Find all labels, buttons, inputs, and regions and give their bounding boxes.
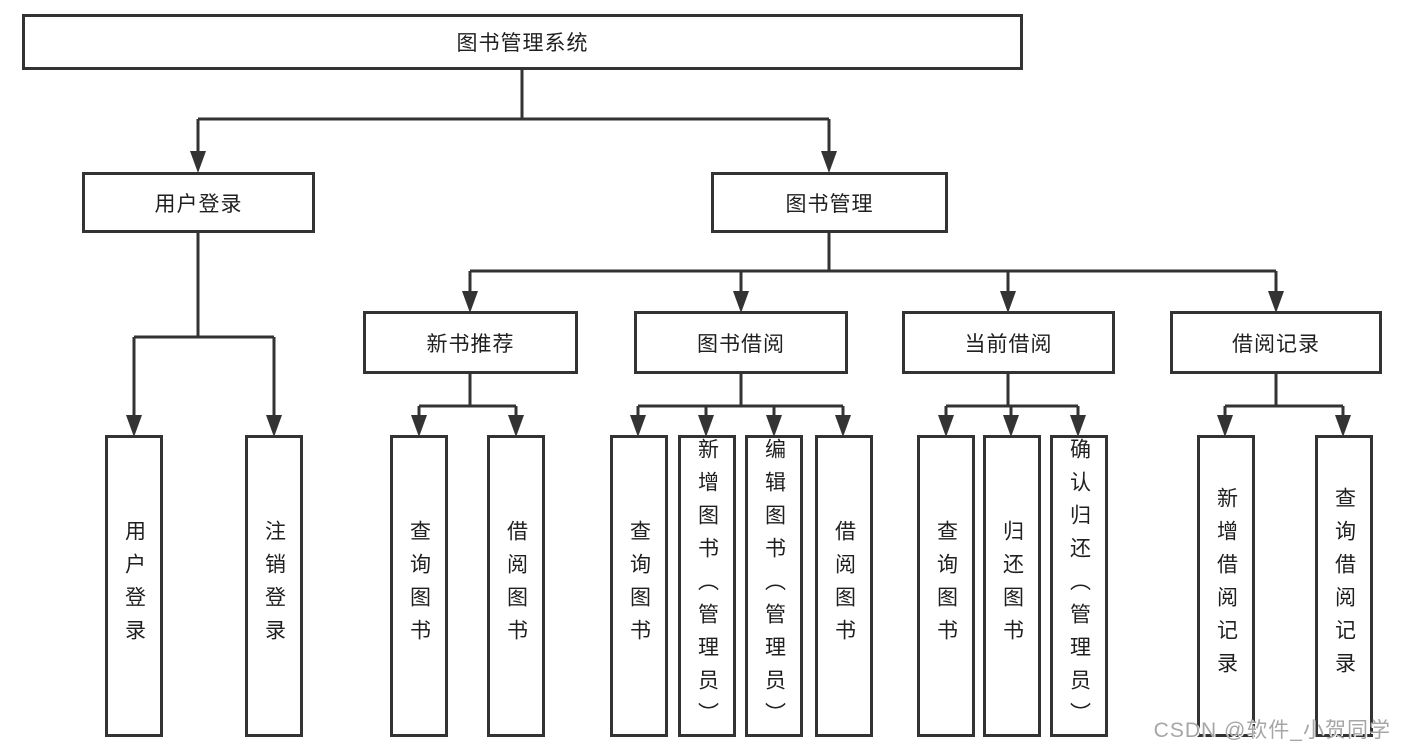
leaf-borrow-books-label: 借阅图书 <box>832 520 856 652</box>
node-user-login-label: 用户登录 <box>154 192 243 216</box>
leaf-query-books-current-label: 查询图书 <box>934 520 958 652</box>
leaf-query-books-borrow: 查询图书 <box>610 435 668 737</box>
leaf-confirm-return-admin-label: 确认归还（管理员） <box>1067 437 1091 735</box>
leaf-query-books-recommend-label: 查询图书 <box>407 520 431 652</box>
leaf-query-books-recommend: 查询图书 <box>390 435 448 737</box>
csdn-watermark: CSDN @软件_小贺同学 <box>1153 719 1391 742</box>
leaf-borrow-books-recommend-label: 借阅图书 <box>504 520 528 652</box>
node-current-borrow-label: 当前借阅 <box>964 332 1053 356</box>
node-new-book-recommend-label: 新书推荐 <box>426 332 515 356</box>
node-current-borrow: 当前借阅 <box>902 311 1115 374</box>
leaf-user-login: 用户登录 <box>105 435 163 737</box>
leaf-add-book-admin: 新增图书（管理员） <box>678 435 736 737</box>
leaf-query-books-current: 查询图书 <box>917 435 975 737</box>
leaf-add-borrow-record: 新增借阅记录 <box>1197 435 1255 737</box>
leaf-edit-book-admin-label: 编辑图书（管理员） <box>762 437 786 735</box>
leaf-query-borrow-record-label: 查询借阅记录 <box>1332 487 1356 685</box>
leaf-add-borrow-record-label: 新增借阅记录 <box>1214 487 1238 685</box>
leaf-borrow-books: 借阅图书 <box>815 435 873 737</box>
node-borrow-records-label: 借阅记录 <box>1232 332 1320 356</box>
leaf-add-book-admin-label: 新增图书（管理员） <box>695 437 719 735</box>
leaf-query-books-borrow-label: 查询图书 <box>627 520 651 652</box>
leaf-borrow-books-recommend: 借阅图书 <box>487 435 545 737</box>
node-book-management-label: 图书管理 <box>785 192 874 216</box>
node-root-label: 图书管理系统 <box>456 32 589 55</box>
node-book-borrow: 图书借阅 <box>634 311 848 374</box>
node-root-library-management-system: 图书管理系统 <box>22 14 1023 70</box>
leaf-user-login-label: 用户登录 <box>122 520 146 652</box>
leaf-logout-label: 注销登录 <box>262 520 286 652</box>
leaf-edit-book-admin: 编辑图书（管理员） <box>745 435 803 737</box>
node-new-book-recommend: 新书推荐 <box>363 311 578 374</box>
leaf-return-book: 归还图书 <box>983 435 1041 737</box>
leaf-return-book-label: 归还图书 <box>1000 520 1024 652</box>
node-borrow-records: 借阅记录 <box>1170 311 1382 374</box>
node-user-login: 用户登录 <box>82 172 315 233</box>
leaf-logout: 注销登录 <box>245 435 303 737</box>
node-book-management: 图书管理 <box>711 172 948 233</box>
leaf-query-borrow-record: 查询借阅记录 <box>1315 435 1373 737</box>
leaf-confirm-return-admin: 确认归还（管理员） <box>1050 435 1108 737</box>
node-book-borrow-label: 图书借阅 <box>697 332 785 356</box>
